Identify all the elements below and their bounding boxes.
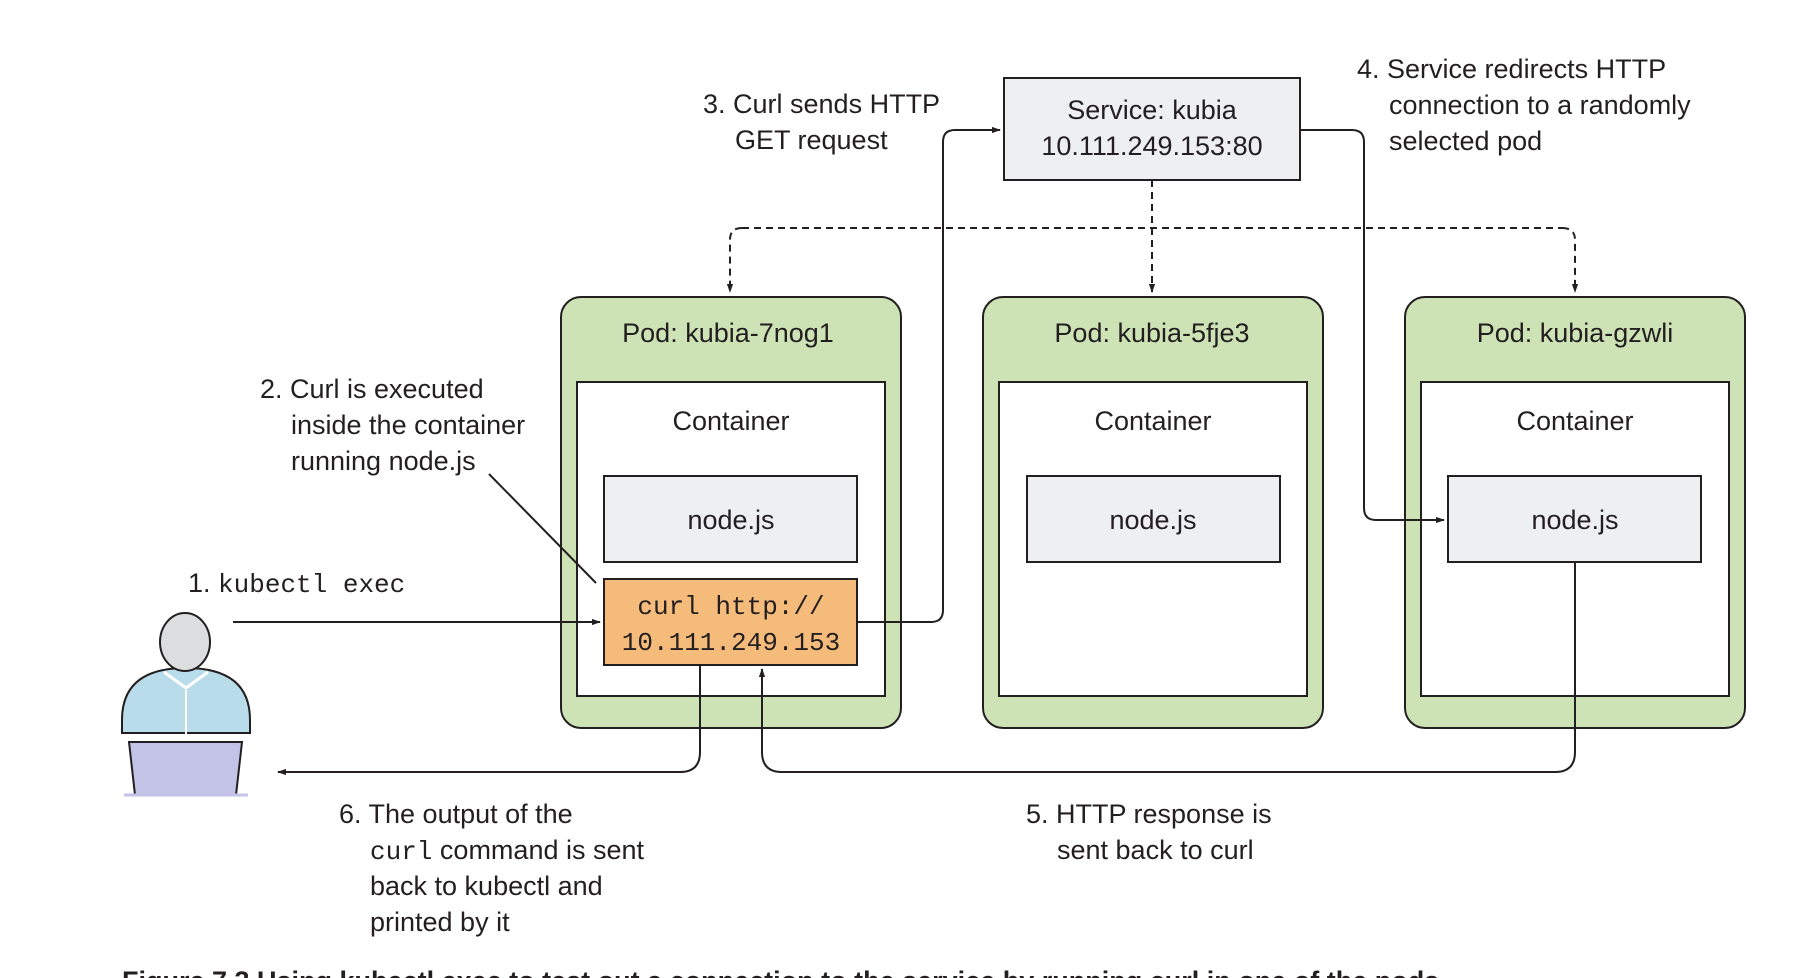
step4-line: 4. Service redirects HTTP — [1357, 54, 1666, 84]
step-4-label: 4. Service redirects HTTP connection to … — [1357, 54, 1691, 156]
step2-line: 2. Curl is executed — [260, 374, 484, 404]
step5-line: 5. HTTP response is — [1026, 799, 1272, 829]
curl-line-2: 10.111.249.153 — [622, 628, 840, 658]
arrow-response-to-curl — [758, 562, 1576, 773]
step-2-label: 2. Curl is executed inside the container… — [260, 374, 525, 476]
pod-kubia-7nog1: Pod: kubia-7nog1 Container node.js curl … — [560, 296, 902, 729]
figure-caption: Figure 7.3 Using kubectl exec to test ou… — [122, 966, 1439, 978]
step1-command: kubectl exec — [218, 570, 405, 600]
service-address: 10.111.249.153:80 — [1041, 131, 1262, 161]
step-3-label: 3. Curl sends HTTP GET request — [703, 89, 940, 155]
container-label: Container — [1094, 406, 1211, 436]
step6-line: back to kubectl and — [370, 871, 603, 901]
nodejs-label: node.js — [687, 505, 774, 535]
nodejs-label: node.js — [1531, 505, 1618, 535]
arrow-output-to-kubectl — [277, 665, 701, 776]
pod-kubia-5fje3: Pod: kubia-5fje3 Container node.js — [982, 296, 1324, 729]
step-6-label: 6. The output of the curl command is sen… — [339, 799, 645, 937]
step6-code: curl — [370, 837, 432, 867]
step3-line: GET request — [735, 125, 888, 155]
container-label: Container — [672, 406, 789, 436]
service-title: Service: kubia — [1067, 95, 1238, 125]
step-1-label: 1. kubectl exec — [188, 568, 405, 600]
svg-text:curl command is sent: curl command is sent — [370, 835, 645, 867]
step5-line: sent back to curl — [1057, 835, 1254, 865]
arrow-service-to-pod — [1300, 129, 1445, 524]
nodejs-box — [1447, 475, 1702, 563]
step6-line: 6. The output of the — [339, 799, 573, 829]
step2-line: running node.js — [291, 446, 476, 476]
step1-prefix: 1. — [188, 568, 218, 598]
nodejs-label: node.js — [1109, 505, 1196, 535]
curl-line-1: curl http:// — [637, 592, 824, 622]
step2-line: inside the container — [291, 410, 525, 440]
svg-text:1. kubectl exec: 1. kubectl exec — [188, 568, 405, 600]
step-5-label: 5. HTTP response is sent back to curl — [1026, 799, 1272, 865]
step6-line: printed by it — [370, 907, 510, 937]
pod-title: Pod: kubia-5fje3 — [1054, 318, 1249, 348]
container-label: Container — [1516, 406, 1633, 436]
nodejs-box — [1026, 475, 1281, 563]
pod-title: Pod: kubia-gzwli — [1477, 318, 1674, 348]
person-at-laptop-icon — [121, 612, 251, 797]
step6-rest: command is sent — [432, 835, 644, 865]
service-endpoint-links — [726, 180, 1579, 293]
service-box: Service: kubia 10.111.249.153:80 — [1003, 77, 1301, 181]
pod-title: Pod: kubia-7nog1 — [622, 318, 834, 348]
curl-box — [603, 578, 858, 666]
step2-pointer-line — [488, 473, 597, 584]
step3-line: 3. Curl sends HTTP — [703, 89, 940, 119]
arrow-curl-to-service — [857, 126, 1001, 623]
step4-line: selected pod — [1389, 126, 1542, 156]
step4-line: connection to a randomly — [1389, 90, 1691, 120]
nodejs-box — [603, 475, 858, 563]
